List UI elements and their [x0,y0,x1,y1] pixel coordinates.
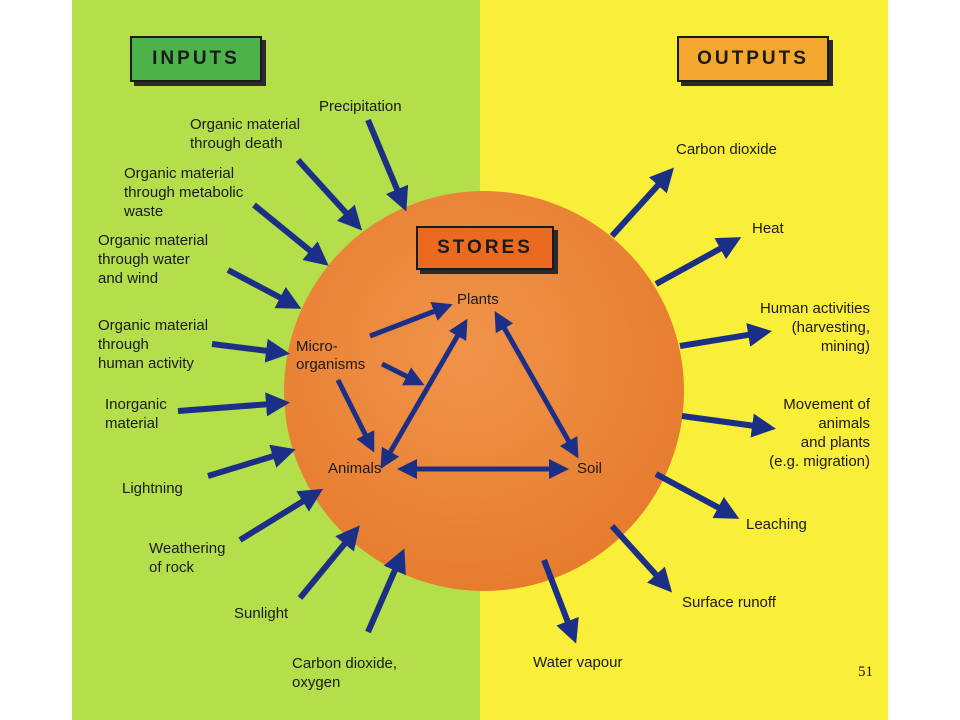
arrow-weathering [238,488,324,543]
arrow-movement [681,413,776,438]
input-inorganic-material: Inorganic material [105,396,167,432]
output-movement: Movement of animals and plants (e.g. mig… [769,396,870,470]
output-heat: Heat [752,220,784,237]
arrow-human-activity-input [211,338,290,363]
stores-circle [284,191,684,591]
arrow-precipitation [365,118,409,212]
output-leaching: Leaching [746,516,807,533]
stores-header: STORES [416,226,554,270]
arrow-heat [654,237,742,287]
arrow-plants-soil [494,310,579,459]
arrow-carbon-dioxide-out [609,167,675,239]
arrow-animals-plants [380,318,468,469]
inputs-header: INPUTS [130,36,262,82]
input-lightning: Lightning [122,480,183,497]
arrow-micro-to-animals [335,378,375,453]
store-microorganisms: Micro- organisms [296,338,366,373]
output-human-activities: Human activities (harvesting, mining) [759,300,870,355]
arrow-water-vapour [541,558,579,644]
input-sunlight: Sunlight [234,605,289,622]
output-carbon-dioxide: Carbon dioxide [676,141,777,158]
arrow-lightning [207,444,296,479]
input-carbon-dioxide-oxygen: Carbon dioxide, oxygen [292,655,398,691]
outputs-header: OUTPUTS [677,36,829,82]
arrow-organic-death [295,157,363,231]
arrow-human-activities-out [679,323,772,349]
arrow-metabolic-waste [252,202,329,266]
input-weathering: Weathering of rock [149,540,226,576]
arrow-water-wind [226,267,302,309]
arrow-sunlight [297,525,360,600]
arrow-leaching [654,471,740,519]
input-water-wind: Organic material through water and wind [98,232,209,287]
store-soil: Soil [577,460,603,477]
input-metabolic-waste: Organic material through metabolic waste [124,165,244,220]
arrow-surface-runoff [609,523,673,593]
input-precipitation: Precipitation [319,98,402,115]
output-surface-runoff: Surface runoff [682,594,776,611]
page-number: 51 [858,664,873,680]
arrow-inorganic-material [177,392,290,417]
arrow-carbon-dioxide-oxygen [365,548,406,634]
store-animals: Animals [328,460,382,477]
input-human-activity: Organic material through human activity [98,317,209,372]
output-water-vapour: Water vapour [533,654,623,671]
input-organic-death: Organic material through death [190,116,301,152]
store-plants: Plants [457,291,499,308]
